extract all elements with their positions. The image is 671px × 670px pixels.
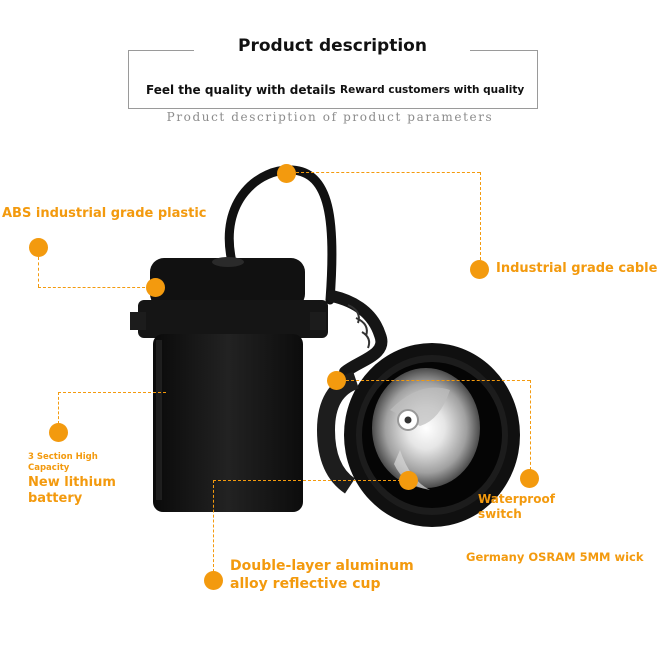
leader-line-cup-vertical (213, 480, 214, 572)
leader-line-abs-vertical (38, 257, 39, 287)
leader-line-cup-horizontal (213, 480, 401, 481)
header-frame-top-left (128, 50, 194, 51)
header-frame-right (537, 50, 538, 109)
label-waterproof-switch: Waterproof switch (478, 492, 555, 521)
leader-line-battery-vertical (58, 392, 59, 424)
cable-coil (326, 290, 388, 378)
orange-dot-icon (520, 469, 539, 488)
tagline-reward-customers: Reward customers with quality (340, 84, 525, 96)
header-frame-bottom (128, 108, 538, 109)
leader-line-abs-horizontal (38, 287, 150, 288)
orange-dot-icon (204, 571, 223, 590)
leader-line-switch-horizontal (346, 380, 530, 381)
leader-line-cable-horizontal (296, 172, 480, 173)
orange-dot-icon (399, 471, 418, 490)
leader-line-switch-vertical (530, 380, 531, 470)
orange-dot-icon (29, 238, 48, 257)
orange-dot-icon (49, 423, 68, 442)
orange-dot-icon (470, 260, 489, 279)
battery-cap (150, 258, 305, 308)
page-subtitle: Product description of product parameter… (166, 110, 494, 124)
tagline-quality-details: Feel the quality with details (146, 83, 336, 97)
label-battery-type: New lithium battery (28, 475, 116, 507)
orange-dot-icon (327, 371, 346, 390)
label-abs-plastic: ABS industrial grade plastic (2, 206, 207, 221)
label-osram-wick: Germany OSRAM 5MM wick (466, 550, 644, 564)
page-title: Product description (238, 36, 427, 56)
orange-dot-icon (277, 164, 296, 183)
label-battery-capacity: 3 Section High Capacity (28, 452, 98, 473)
leader-line-cable-vertical (480, 172, 481, 260)
label-reflective-cup: Double-layer aluminum alloy reflective c… (230, 558, 414, 592)
label-industrial-cable: Industrial grade cable (496, 261, 658, 276)
header-frame-left (128, 50, 129, 109)
header-frame-top-right (470, 50, 538, 51)
battery-body (153, 334, 303, 512)
reflective-cup (372, 368, 480, 488)
orange-dot-icon (146, 278, 165, 297)
leader-line-battery-horizontal (58, 392, 166, 393)
